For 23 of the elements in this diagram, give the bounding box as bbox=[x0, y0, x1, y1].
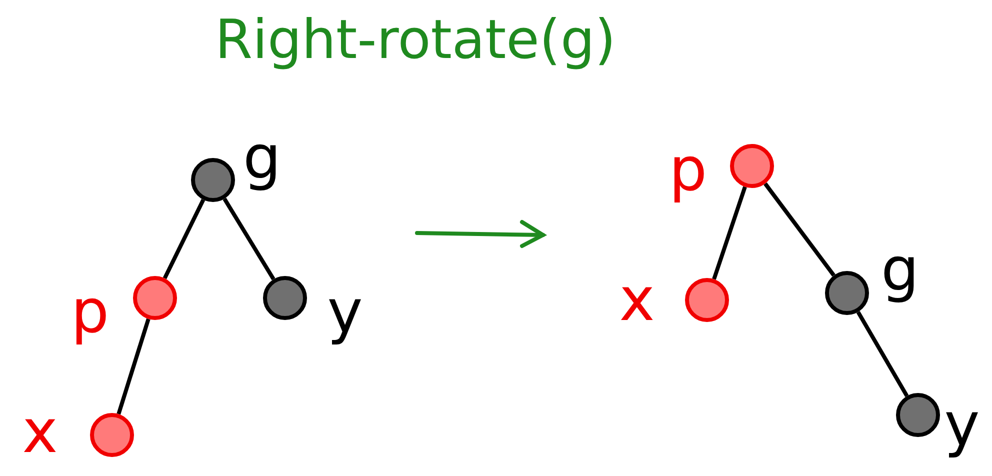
node-label: y bbox=[944, 395, 980, 455]
tree-node-circle bbox=[730, 144, 774, 188]
node-label: p bbox=[668, 140, 708, 200]
tree-edge bbox=[712, 186, 747, 280]
tree-node-circle bbox=[90, 413, 134, 457]
node-label: y bbox=[327, 282, 363, 342]
tree-node-circle bbox=[133, 276, 177, 320]
node-label: x bbox=[619, 270, 655, 330]
tree-edge bbox=[222, 198, 276, 280]
node-label: x bbox=[22, 402, 58, 462]
tree-node-circle bbox=[825, 271, 869, 315]
tree-node-circle bbox=[191, 158, 235, 202]
node-label: p bbox=[70, 282, 110, 342]
tree-node-circle bbox=[685, 278, 729, 322]
node-label: g bbox=[242, 128, 282, 188]
tree-edge bbox=[116, 318, 150, 415]
node-label: g bbox=[880, 240, 920, 300]
tree-node-circle bbox=[896, 393, 940, 437]
title: Right-rotate(g) bbox=[215, 8, 616, 71]
tree-edge bbox=[856, 311, 909, 397]
tree-edge bbox=[764, 182, 836, 277]
tree-node-circle bbox=[263, 276, 307, 320]
tree-edge bbox=[162, 198, 206, 280]
